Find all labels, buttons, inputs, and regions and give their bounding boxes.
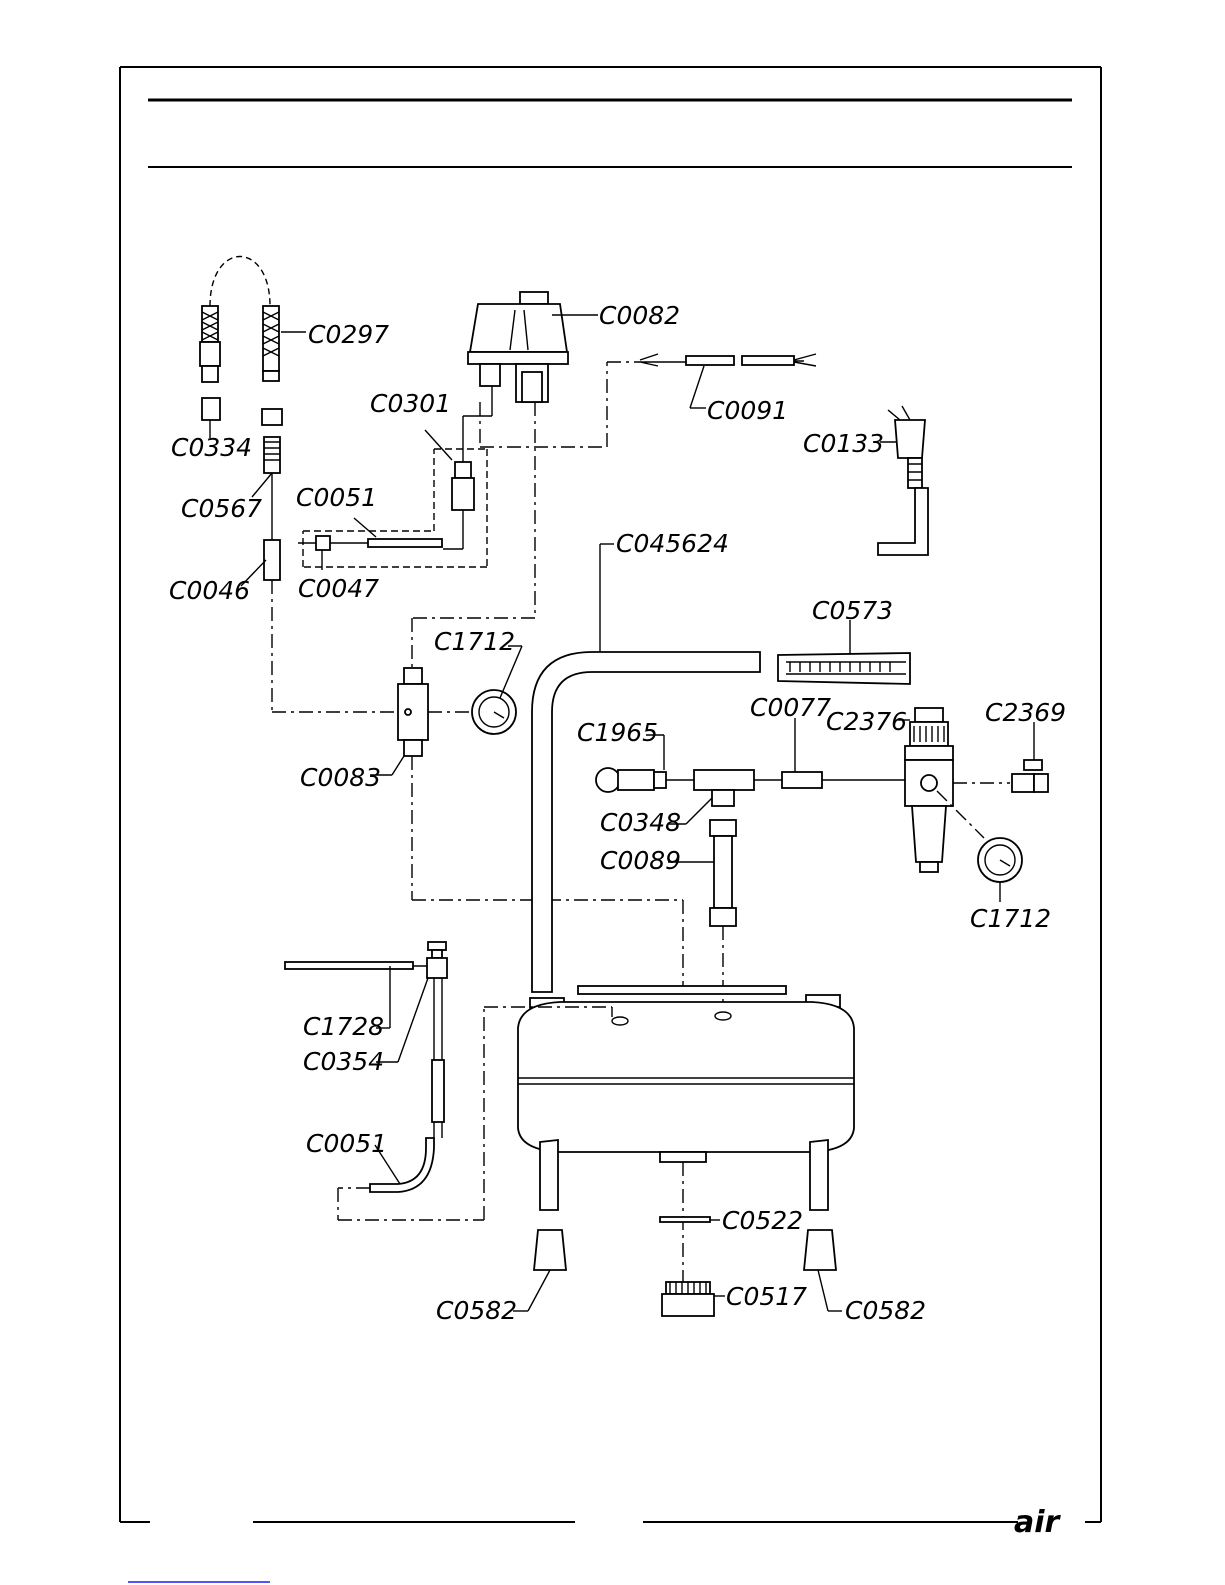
plug-c0133 (878, 406, 928, 555)
label-c0567: C0567 (181, 494, 262, 523)
label-c0077: C0077 (750, 693, 831, 722)
label-c0046: C0046 (169, 576, 250, 605)
pressure-switch (468, 292, 568, 402)
c2376-regulator-knob (910, 722, 948, 746)
label-c0301: C0301 (370, 389, 451, 418)
brand-logo: air (1014, 1505, 1062, 1540)
label-c0082: C0082 (599, 301, 680, 330)
c0077-nipple (782, 772, 822, 788)
label-c0582-left: C0582 (436, 1296, 517, 1325)
label-c1728: C1728 (303, 1012, 384, 1041)
label-c1712-right: C1712 (970, 904, 1051, 933)
label-c0334: C0334 (171, 433, 252, 462)
label-c0083: C0083 (300, 763, 381, 792)
label-c1965: C1965 (577, 718, 658, 747)
label-c0348: C0348 (600, 808, 681, 837)
label-c0517: C0517 (726, 1282, 807, 1311)
label-c0522: C0522 (722, 1206, 803, 1235)
c0354-valve (427, 958, 447, 978)
label-c0354: C0354 (303, 1047, 384, 1076)
label-c0133: C0133 (803, 429, 884, 458)
c1728-lever (285, 962, 413, 969)
label-c0051-bottom: C0051 (306, 1129, 387, 1158)
air-tank (518, 986, 854, 1210)
c0301-valve (452, 478, 474, 510)
c0046-adapter (264, 540, 280, 580)
c2369-valve (1012, 774, 1034, 792)
power-cable-c0091 (640, 354, 816, 366)
label-c1712-left: C1712 (434, 627, 515, 656)
c0334-fitting (202, 398, 220, 420)
label-c0047: C0047 (298, 574, 379, 603)
label-c0089: C0089 (600, 846, 681, 875)
c0051-tube-top (368, 539, 442, 547)
c0582-foot-right (804, 1230, 836, 1270)
c0348-tee (694, 770, 754, 790)
label-c2369: C2369 (985, 698, 1066, 727)
c0089-nipple (710, 820, 736, 836)
c0522-washer (660, 1217, 710, 1222)
label-c0573: C0573 (812, 596, 893, 625)
label-c0051-top: C0051 (296, 483, 377, 512)
label-c0091: C0091 (707, 396, 788, 425)
c0582-foot-left (534, 1230, 566, 1270)
label-c045624: C045624 (616, 529, 729, 558)
c0047-fitting (316, 536, 330, 550)
label-c0297: C0297 (308, 320, 389, 349)
label-c0582-right: C0582 (845, 1296, 926, 1325)
label-c2376: C2376 (826, 707, 907, 736)
